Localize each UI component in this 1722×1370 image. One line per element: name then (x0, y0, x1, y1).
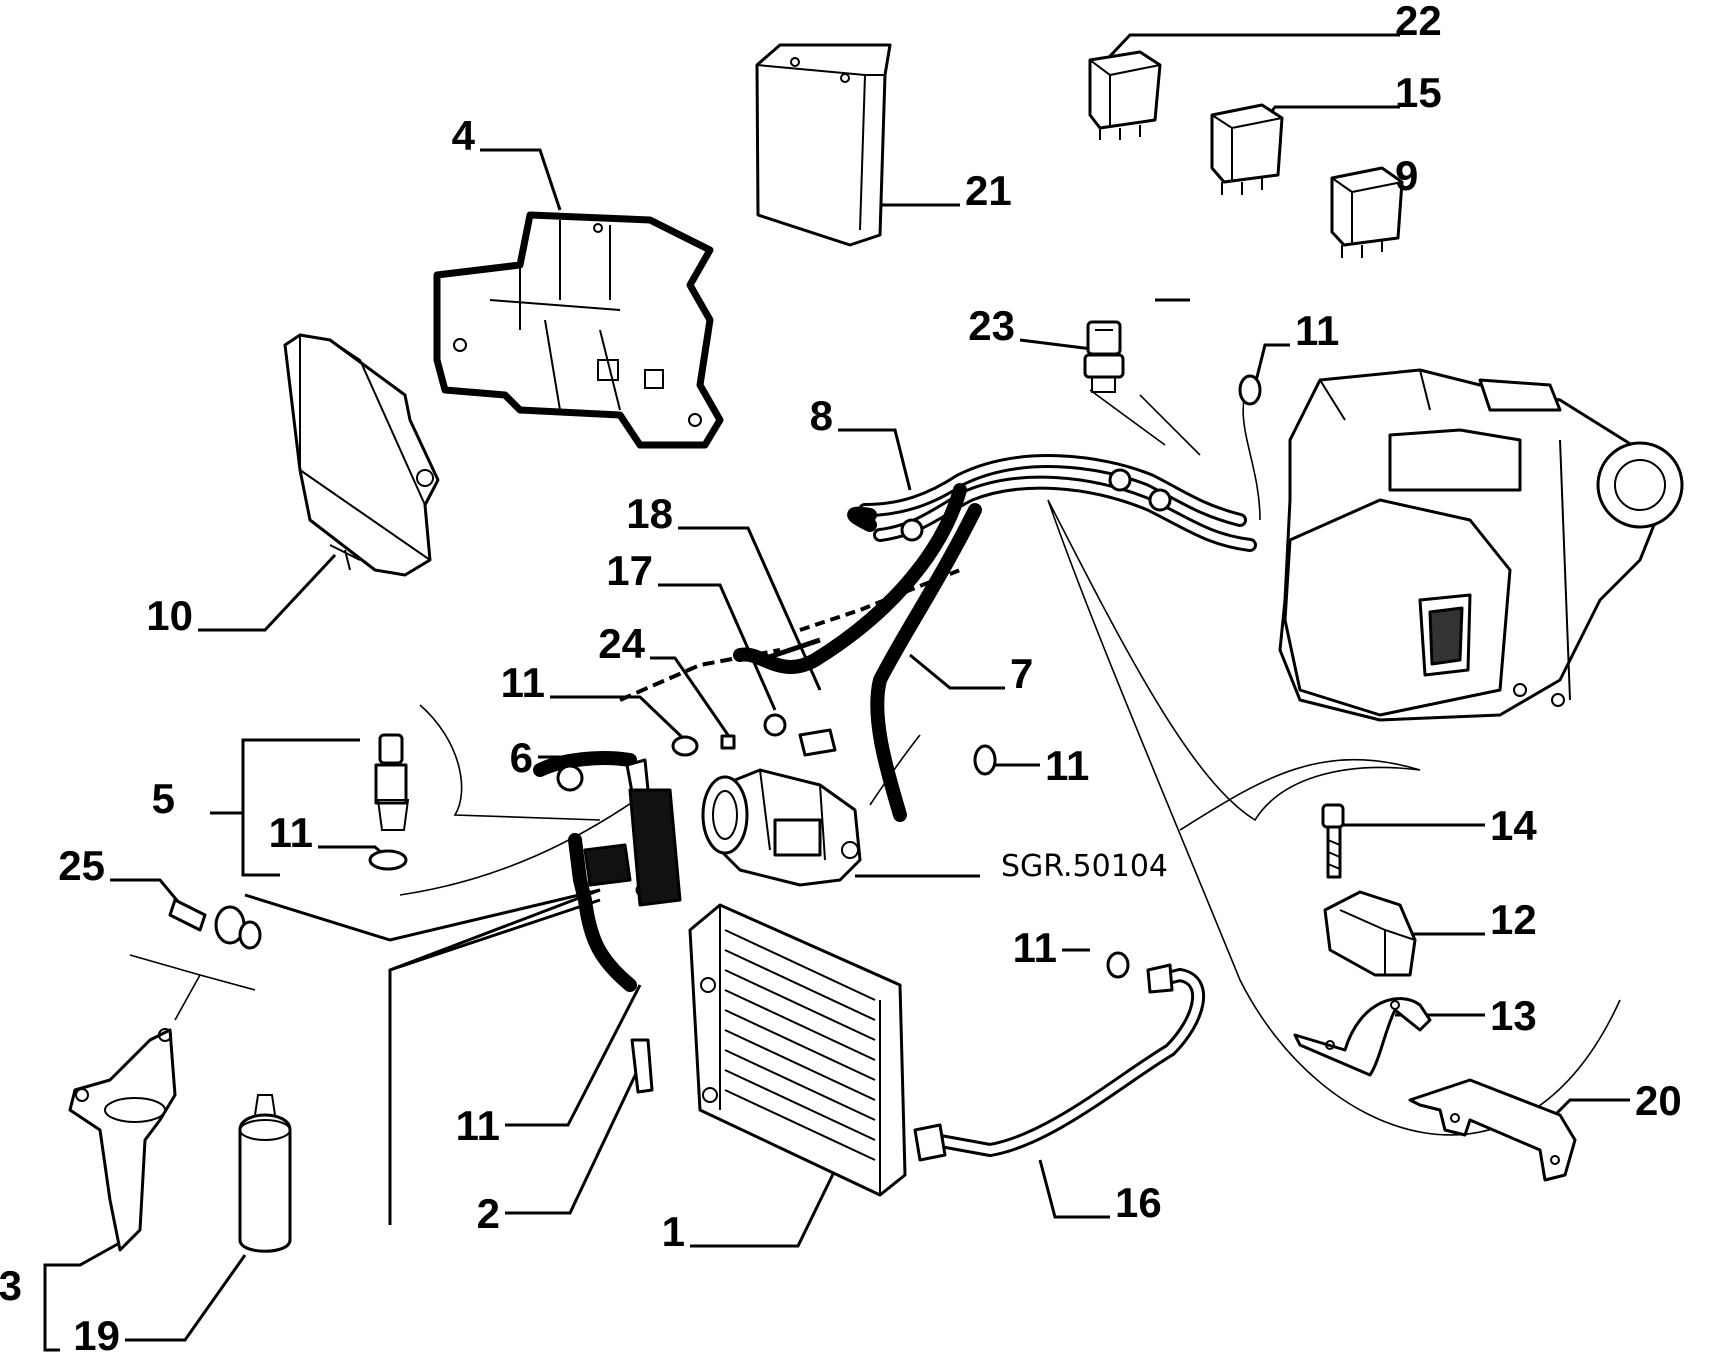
callout-15: 15 (1395, 69, 1442, 116)
electronic-unit-part-10 (283, 333, 440, 577)
callout-11-top: 11 (1295, 307, 1339, 354)
hose-part-6 (533, 751, 650, 794)
callout-12: 12 (1490, 896, 1537, 943)
relay-part-15 (1210, 103, 1284, 195)
hose-part-16 (913, 963, 1205, 1162)
bracket-part-3 (68, 1028, 177, 1252)
nut-part-17 (763, 713, 787, 737)
callout-19: 19 (73, 1312, 120, 1359)
small-fittings-17-18-24 (720, 713, 837, 757)
bolt-part-14 (1321, 803, 1345, 879)
bolt-part-25 (168, 898, 262, 950)
callout-21: 21 (965, 167, 1012, 214)
callout-24: 24 (598, 620, 645, 667)
callout-5: 5 (152, 775, 175, 822)
callout-3: 3 (0, 1262, 22, 1309)
callout-6: 6 (510, 734, 533, 781)
callout-11-bottom: 11 (456, 1102, 500, 1149)
callout-13: 13 (1490, 992, 1537, 1039)
compressor (701, 768, 862, 887)
condenser-fins (724, 929, 876, 1161)
control-module-part-21 (755, 43, 892, 247)
callout-1: 1 (662, 1208, 685, 1255)
callout-7: 7 (1010, 650, 1033, 697)
callout-23: 23 (968, 302, 1015, 349)
callout-10: 10 (146, 592, 193, 639)
evaporator-housing (1278, 368, 1684, 722)
callout-17: 17 (606, 547, 653, 594)
callout-20: 20 (1635, 1077, 1682, 1124)
relay-part-22 (1088, 50, 1162, 140)
callout-11-mid: 11 (501, 659, 545, 706)
screw-part-24 (720, 734, 736, 750)
pad-part-12 (1323, 890, 1417, 977)
callout-18: 18 (626, 490, 673, 537)
valve-part-2 (568, 788, 682, 1094)
relay-part-9 (1330, 166, 1404, 258)
callout-labels: 22 15 9 4 21 23 11 8 10 18 17 24 7 11 6 … (0, 0, 1682, 1359)
pressure-switch-part-23 (1083, 320, 1125, 393)
callout-11-right: 11 (1045, 742, 1089, 789)
callout-14: 14 (1490, 802, 1537, 849)
callout-4: 4 (452, 112, 476, 159)
condenser-part-1 (688, 903, 907, 1197)
switch-part-5 (374, 733, 410, 831)
callout-25: 25 (58, 842, 105, 889)
receiver-drier-part-19 (238, 1094, 292, 1253)
callout-8: 8 (810, 392, 833, 439)
callout-2: 2 (477, 1190, 500, 1237)
bolt-part-18 (798, 728, 837, 757)
callout-11-left: 11 (269, 809, 313, 856)
ac-hoses-part-7-8 (619, 454, 1257, 822)
callout-22: 22 (1395, 0, 1442, 44)
bracket-part-4 (433, 211, 724, 449)
clamp-part-13 (1293, 997, 1432, 1077)
callout-11-lower: 11 (1013, 924, 1057, 971)
callout-9: 9 (1395, 152, 1418, 199)
bracket-part-20 (1408, 1078, 1577, 1182)
callout-16: 16 (1115, 1179, 1162, 1226)
diagram-reference: SGR.50104 (1001, 849, 1168, 884)
